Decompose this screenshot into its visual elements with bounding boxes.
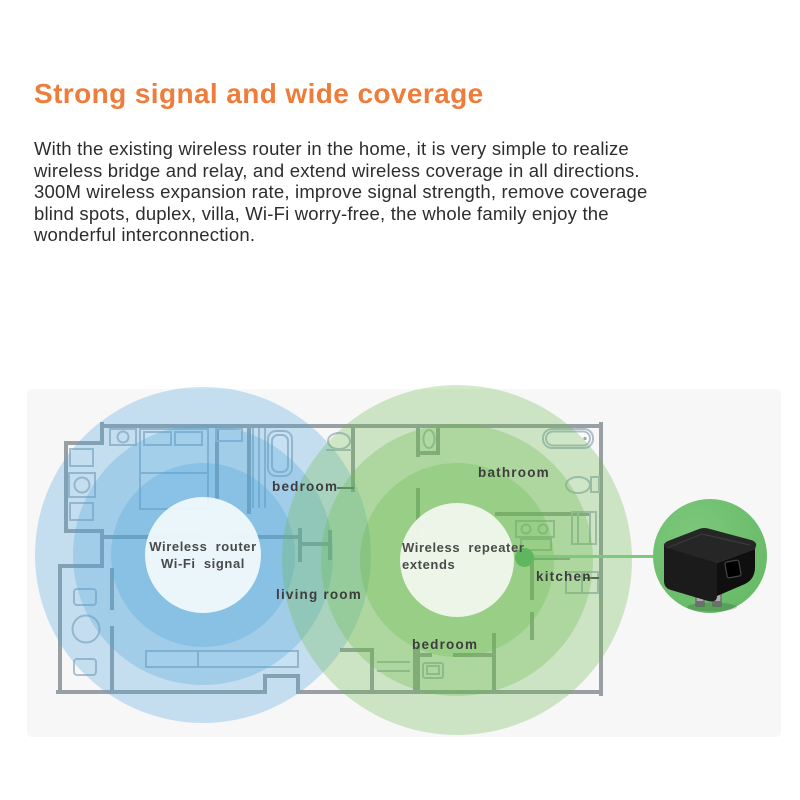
label-connector-dashes bbox=[337, 487, 599, 579]
wifi-repeater-plug-icon bbox=[663, 528, 757, 612]
room-label-bedroom-left: bedroom bbox=[272, 479, 339, 494]
repeater-location-dot bbox=[515, 548, 534, 567]
room-label-living-room: living room bbox=[276, 587, 362, 602]
page-title: Strong signal and wide coverage bbox=[34, 78, 484, 109]
ethernet-port bbox=[724, 559, 742, 579]
room-label-bedroom-right: bedroom bbox=[412, 637, 479, 652]
floorplan-furniture bbox=[68, 428, 600, 679]
repeater-center-circle bbox=[400, 503, 514, 617]
repeater-connector-line bbox=[534, 555, 654, 558]
router-coverage-label: Wireless router Wi-Fi signal bbox=[149, 539, 257, 571]
floorplan-walls bbox=[56, 422, 603, 696]
router-center-circle bbox=[145, 497, 261, 613]
repeater-coverage-label: Wireless repeater extends bbox=[402, 540, 525, 572]
description-text: With the existing wireless router in the… bbox=[34, 138, 648, 246]
room-label-kitchen: kitchen bbox=[536, 569, 592, 584]
room-label-bathroom: bathroom bbox=[478, 465, 550, 480]
